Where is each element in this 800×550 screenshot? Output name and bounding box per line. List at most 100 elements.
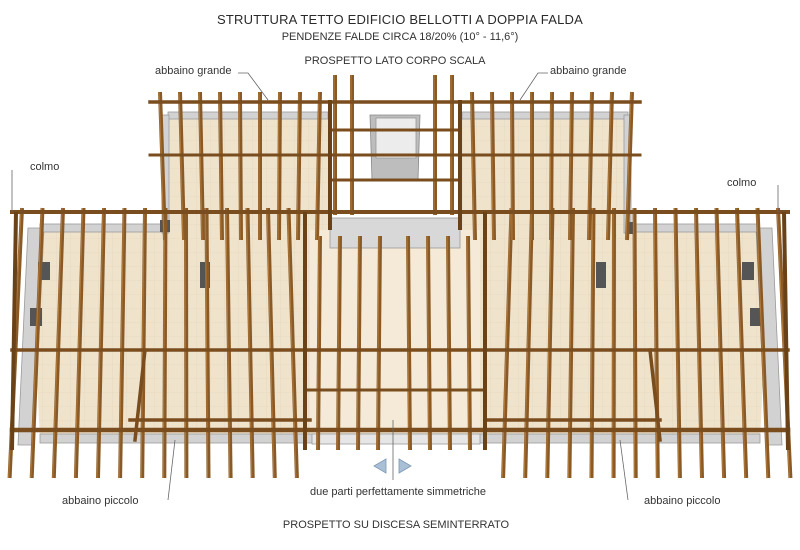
leader-dormer-small-left [167, 439, 176, 501]
rafter-left-highlight [52, 207, 63, 479]
rafter-stair-lower [406, 235, 412, 451]
page-title: STRUTTURA TETTO EDIFICIO BELLOTTI A DOPP… [217, 12, 583, 27]
rafter-stair-lower-highlight [336, 235, 340, 451]
rafter-dormer-right [490, 91, 496, 241]
arrow-left-icon [373, 458, 387, 474]
rafter-dormer-left-highlight [158, 91, 165, 241]
rafter-right [567, 207, 575, 479]
rafter-left-highlight [266, 207, 275, 479]
rafter-right-highlight [501, 207, 511, 479]
rafter-dormer-left [277, 91, 282, 241]
rafter-left [29, 207, 45, 479]
rafter-right [673, 207, 682, 479]
page-subtitle: PENDENZE FALDE CIRCA 18/20% (10° - 11,6°… [281, 31, 519, 43]
rafter-left [162, 207, 168, 479]
roof-deck [30, 115, 770, 440]
rafter-dormer-left [158, 91, 167, 241]
rafter-dormer-left-highlight [218, 91, 222, 241]
rafter-right-highlight [653, 207, 658, 479]
rafter-stair-lower [376, 235, 382, 451]
rafter-dormer-left [296, 91, 302, 241]
deck-left-wing [165, 115, 330, 230]
rafter-left [204, 207, 211, 479]
rafter-left [225, 207, 233, 479]
rafter-dormer-left [218, 91, 224, 241]
rafter-left [51, 207, 65, 479]
rafter-dormer-right [606, 91, 614, 241]
rafter-left-highlight [225, 207, 231, 479]
rafter-dormer-right [549, 91, 554, 241]
rafter-left-highlight [118, 207, 124, 479]
label-symmetry-note: due parti perfettamente simmetriche [309, 486, 487, 498]
rafter-right [653, 207, 660, 479]
rafter-dormer-left-highlight [198, 91, 203, 241]
rafter-stair-lower [316, 235, 322, 451]
rafter-stair-lower [426, 235, 432, 451]
rafter-right [714, 207, 727, 479]
rafters-stair-core [316, 75, 472, 451]
label-ridge-right: colmo [727, 177, 757, 189]
wall-center-bottom [311, 433, 481, 445]
label-ridge-left: colmo [30, 161, 60, 173]
rafter-left-highlight [30, 207, 42, 479]
arrow-right-icon [398, 458, 412, 474]
rafter-dormer-right [625, 91, 634, 241]
leader-dormer-large-left [238, 72, 269, 101]
rafter-stair-lower-highlight [356, 235, 360, 451]
rafter-left [140, 207, 147, 479]
rafter-left-highlight [74, 207, 83, 479]
rafter-stair-lower-highlight [316, 235, 320, 451]
deck-center-lower [310, 230, 480, 440]
rafter-stair-lower-highlight [466, 235, 470, 451]
rafter-dormer-right-highlight [490, 91, 494, 241]
view-label-top: PROSPETTO LATO CORPO SCALA [304, 55, 486, 67]
rafter-stair-lower [446, 235, 452, 451]
rafter-dormer-left [198, 91, 205, 241]
rafter-left [96, 207, 106, 479]
rafter-dormer-right-highlight [606, 91, 612, 241]
rafters-dormers [158, 91, 634, 241]
rafter-right [589, 207, 596, 479]
label-dormer-large-left: abbaino grande [155, 65, 232, 77]
rafter-stair-lower [336, 235, 342, 451]
posts [10, 100, 790, 451]
rafter-left-highlight [287, 207, 297, 479]
rafter-dormer-right [568, 91, 574, 241]
rafter-dormer-left-highlight [238, 91, 241, 241]
rafter-left-highlight [205, 207, 208, 479]
rafter-dormer-left-highlight [277, 91, 280, 241]
rafter-stair-lower-highlight [376, 235, 380, 451]
rafter-dormer-right-highlight [510, 91, 513, 241]
rafter-left-highlight [162, 207, 165, 479]
leader-dormer-small-right [619, 439, 629, 501]
rafter-left-highlight [140, 207, 145, 479]
wall-wing-left-top [167, 111, 329, 120]
rafter-right [545, 207, 555, 479]
rafter-stair-lower [466, 235, 472, 451]
rafter-dormer-right-highlight [549, 91, 552, 241]
rafter-right [501, 207, 514, 479]
rafter-right-highlight [567, 207, 573, 479]
rafter-dormer-left-highlight [296, 91, 300, 241]
rafter-right-highlight [545, 207, 552, 479]
rafter-stair-lower-highlight [426, 235, 430, 451]
rafter-dormer-left-highlight [178, 91, 184, 241]
rafters-main [7, 207, 793, 479]
label-dormer-small-right: abbaino piccolo [644, 495, 721, 507]
rafter-left-highlight [96, 207, 104, 479]
rafter-right-highlight [590, 207, 593, 479]
rafter-dormer-left [178, 91, 186, 241]
rafter-dormer-left-highlight [315, 91, 320, 241]
rafter-right-highlight [674, 207, 680, 479]
rafter-left [118, 207, 127, 479]
rafter-stair-lower [356, 235, 362, 451]
rafter-right-highlight [694, 207, 702, 479]
rafter-right-highlight [633, 207, 636, 479]
rafter-dormer-right [587, 91, 594, 241]
rafter-right [735, 207, 749, 479]
rafter-left-highlight [246, 207, 253, 479]
label-dormer-small-left: abbaino piccolo [62, 495, 139, 507]
rafter-dormer-right [470, 91, 477, 241]
leader-dormer-large-right [519, 72, 548, 101]
